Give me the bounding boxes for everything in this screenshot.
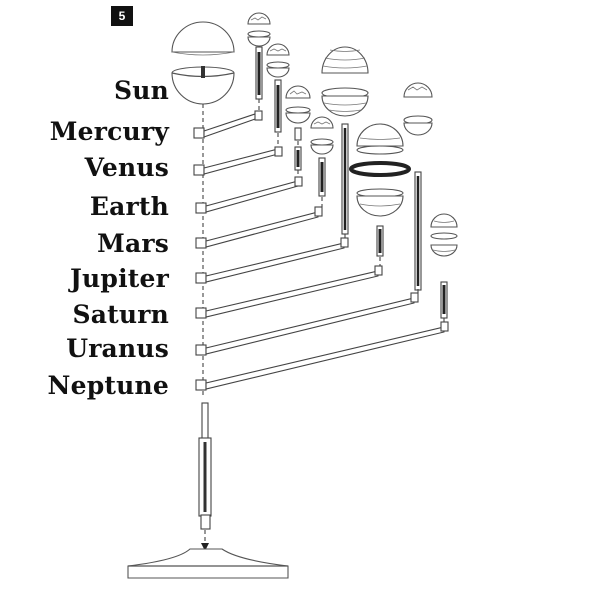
venus-sphere [266, 43, 290, 147]
arm-saturn [195, 265, 383, 319]
label-mercury: Mercury [49, 117, 169, 146]
label-sun: Sun [113, 76, 169, 105]
base-stand-rod [198, 402, 212, 551]
mercury-sphere [247, 12, 271, 111]
arm-mars [195, 206, 323, 249]
arm-mercury [193, 110, 263, 139]
label-jupiter: Jupiter [69, 264, 169, 293]
arm-jupiter [195, 237, 349, 284]
label-uranus: Uranus [66, 334, 169, 363]
arm-venus [193, 146, 283, 176]
label-earth: Earth [89, 192, 169, 221]
arm-uranus [195, 292, 419, 356]
saturn-sphere [349, 123, 411, 266]
base-plate [127, 548, 289, 579]
label-neptune: Neptune [47, 371, 169, 400]
label-saturn: Saturn [72, 300, 169, 329]
sun-sphere [171, 21, 235, 105]
neptune-sphere [430, 213, 458, 322]
step-number-badge: 5 [111, 6, 133, 26]
uranus-sphere [403, 82, 433, 293]
mars-sphere [310, 116, 334, 207]
arm-earth [195, 176, 303, 214]
label-venus: Venus [84, 153, 169, 182]
arm-neptune [195, 321, 449, 391]
label-mars: Mars [97, 229, 169, 258]
jupiter-sphere [321, 46, 369, 238]
earth-sphere [285, 85, 311, 177]
